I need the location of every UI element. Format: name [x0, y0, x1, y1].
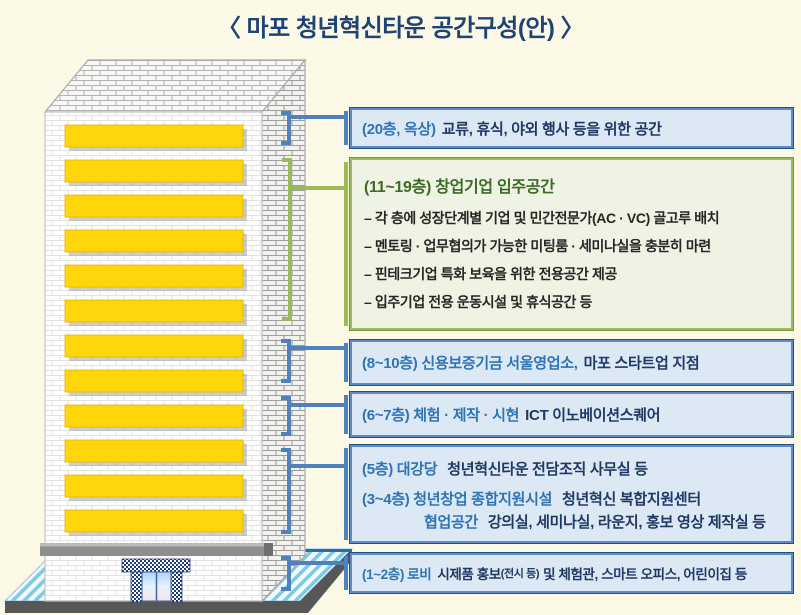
- roof: [43, 59, 307, 113]
- entrance-pillar-left: [130, 571, 143, 603]
- floor-line: (3~4층) 청년창업 종합지원시설 청년혁신 복합지원센터: [362, 485, 701, 515]
- floor-box-6-7: (6~7층) 체험 · 제작 · 시현 ICT 이노베이션스퀘어: [350, 392, 793, 437]
- bullet-item: – 입주기업 전용 운동시설 및 휴식공간 등: [364, 293, 593, 310]
- floor-range-label: (5층) 대강당: [362, 460, 438, 478]
- floor-description: 시제품 홍보: [437, 567, 501, 582]
- floor-box-20-rooftop: (20층, 옥상) 교류, 휴식, 야외 행사 등을 위한 공간: [350, 108, 793, 148]
- entrance-pillar-right: [170, 571, 183, 603]
- floor-box-8-10: (8~10층) 신용보증기금 서울영업소, 마포 스타트업 지점: [350, 340, 793, 385]
- entrance: [121, 558, 191, 603]
- floor-box-header: (11~19층) 창업기업 입주공간: [364, 178, 555, 196]
- entrance-lintel: [121, 558, 191, 573]
- page-title: 〈 마포 청년혁신타운 공간구성(안) 〉: [216, 15, 585, 42]
- bullet-item: – 핀테크기업 특화 보육을 위한 전용공간 제공: [364, 265, 617, 282]
- floor-description: 강의실, 세미나실, 라운지, 홍보 영상 제작실 등: [487, 513, 766, 531]
- floor-description: 청년혁신 복합지원센터: [562, 490, 701, 508]
- floor-description: ICT 이노베이션스퀘어: [525, 407, 661, 424]
- floor-description: 마포 스타트업 지점: [583, 355, 700, 372]
- connector-bracket-green: [282, 158, 348, 326]
- floor-description-after: 및 체험관, 스마트 오피스, 어린이집 등: [543, 567, 747, 582]
- bullet-item: – 각 층에 성장단계별 기업 및 민간전문가(AC · VC) 골고루 배치: [364, 209, 720, 226]
- floor-description-small: (전시 등): [500, 568, 540, 580]
- connector-brackets-blue: [281, 111, 348, 591]
- floor-sub-label: 협업공간: [424, 513, 479, 531]
- ground-base-edge: [5, 549, 352, 613]
- floor-description: 교류, 휴식, 야외 행사 등을 위한 공간: [441, 120, 662, 138]
- floor-line-continued: 협업공간 강의실, 세미나실, 라운지, 홍보 영상 제작실 등: [362, 512, 766, 534]
- floor-range-label: (6~7층) 체험 · 제작 · 시현: [362, 407, 520, 424]
- floor-range-label: (8~10층) 신용보증기금 서울영업소,: [362, 355, 578, 372]
- floor-description: 청년혁신타운 전담조직 사무실 등: [447, 460, 648, 478]
- bullet-item: – 멘토링 · 업무협의가 가능한 미팅룸 · 세미나실을 충분히 마련: [364, 237, 711, 254]
- floor-box-5-and-3-4: (5층) 대강당 청년혁신타운 전담조직 사무실 등 (3~4층) 청년창업 종…: [350, 445, 793, 543]
- floor-range-label: (1~2층) 로비: [362, 567, 432, 582]
- floor-range-label: (3~4층) 청년창업 종합지원시설: [362, 490, 553, 508]
- ledge: [40, 543, 273, 556]
- floor-box-11-19: (11~19층) 창업기업 입주공간 – 각 층에 성장단계별 기업 및 민간전…: [350, 158, 793, 330]
- floor-range-label: (20층, 옥상): [362, 120, 436, 138]
- floor-box-1-2: (1~2층) 로비 시제품 홍보(전시 등) 및 체험관, 스마트 오피스, 어…: [350, 553, 793, 593]
- floor-line: (5층) 대강당 청년혁신타운 전담조직 사무실 등: [362, 455, 648, 485]
